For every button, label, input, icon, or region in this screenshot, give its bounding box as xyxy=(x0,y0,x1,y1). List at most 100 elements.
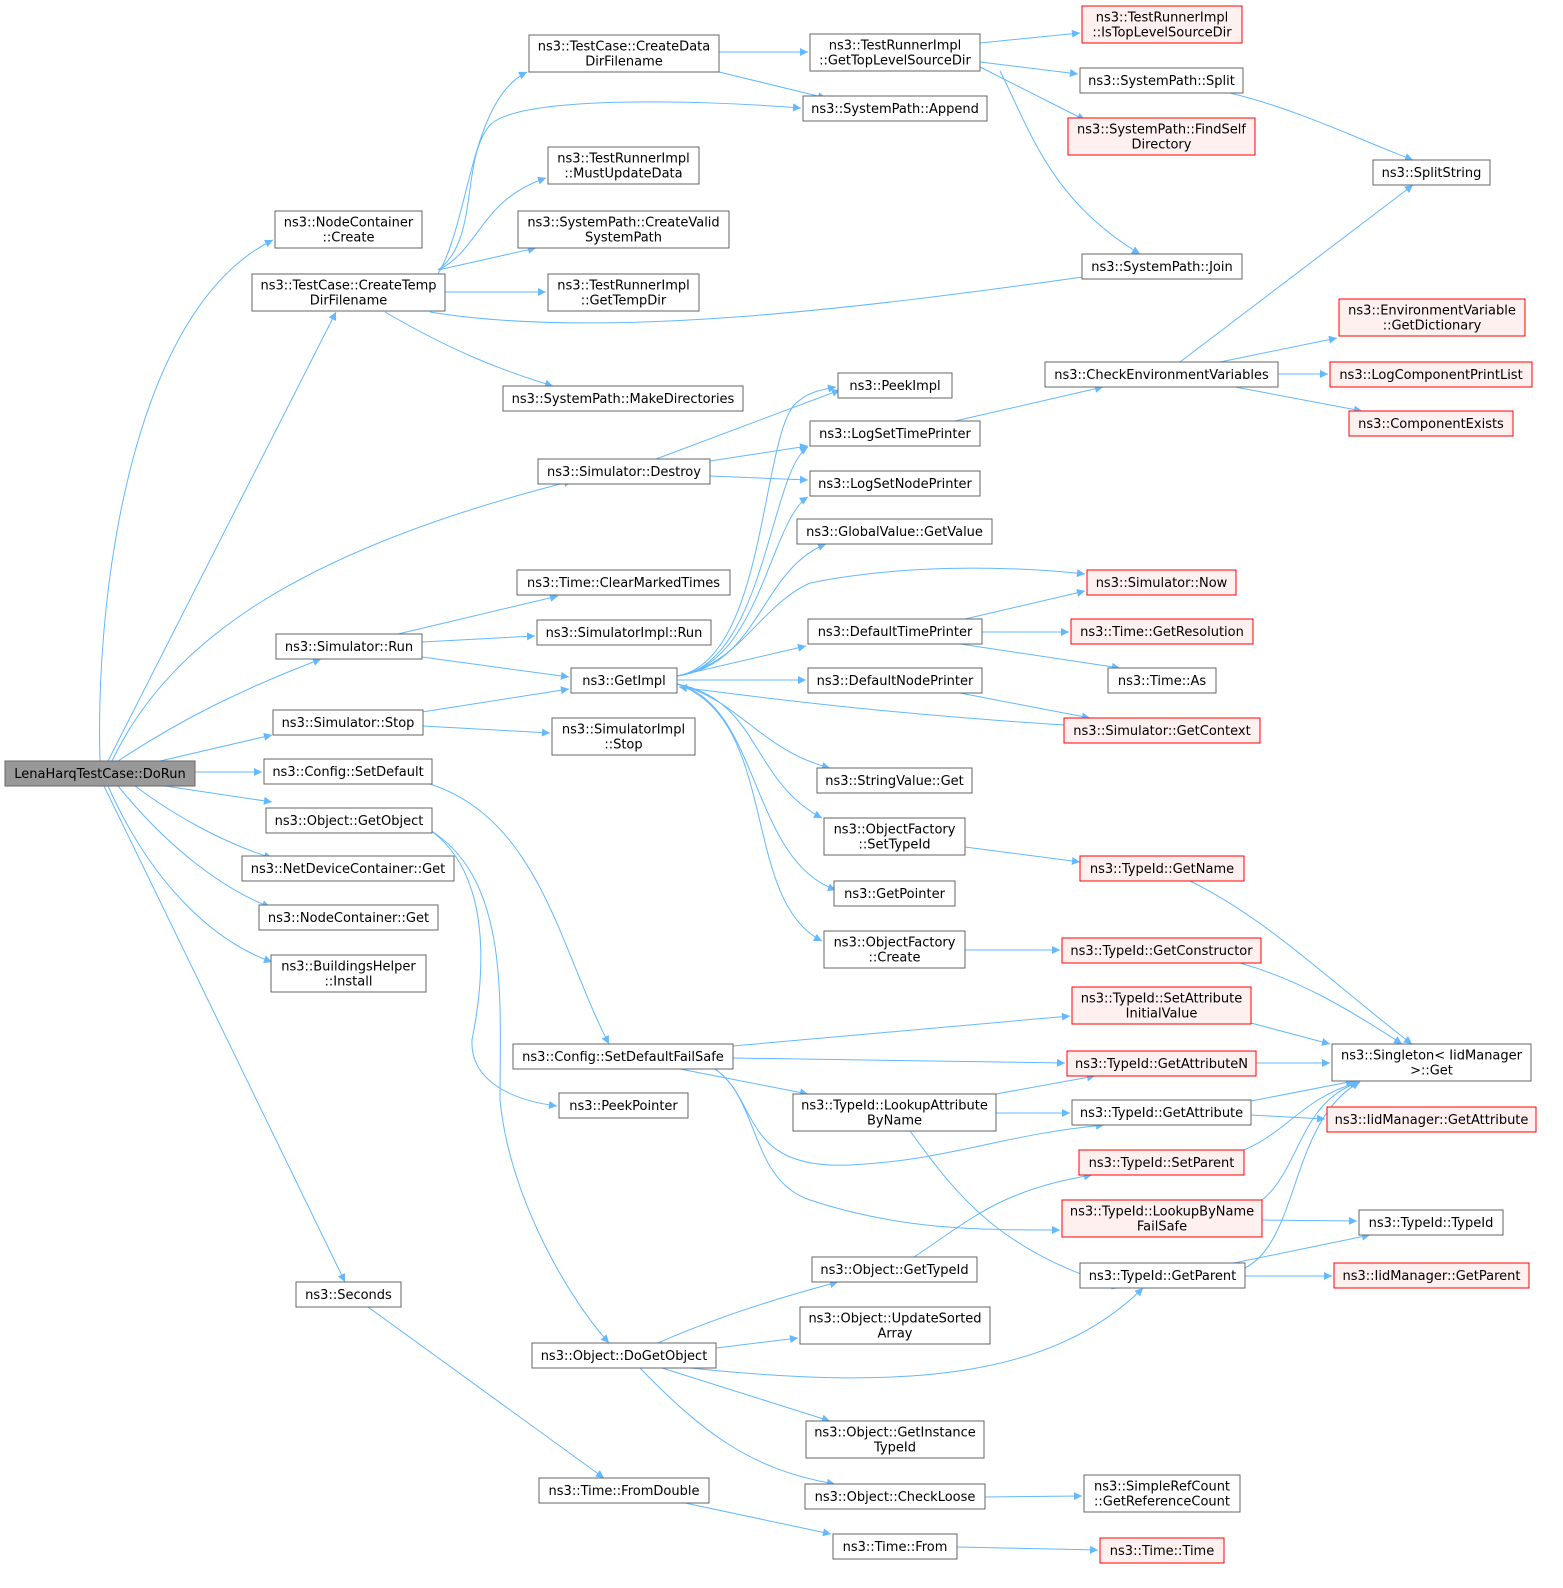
function-nodes: LenaHarqTestCase::DoRunns3::NodeContaine… xyxy=(4,5,1537,1564)
call-edge-getimpl-to-sv_get xyxy=(676,683,831,770)
node-time-time[interactable]: ns3::Time::Time xyxy=(1099,1537,1225,1564)
node-obj-gettypeid[interactable]: ns3::Object::GetTypeId xyxy=(811,1256,978,1283)
node-peekimpl[interactable]: ns3::PeekImpl xyxy=(837,372,953,399)
call-edge-cfg_setdefaultfs-to-tid_lookupattr xyxy=(679,1068,809,1097)
node-sp-makedirs[interactable]: ns3::SystemPath::MakeDirectories xyxy=(502,385,744,412)
node-cfg-setdefault[interactable]: ns3::Config::SetDefault xyxy=(263,758,433,785)
node-tid-getattrn[interactable]: ns3::TypeId::GetAttributeN xyxy=(1066,1050,1257,1077)
node-simimpl-run[interactable]: ns3::SimulatorImpl::Run xyxy=(536,619,712,646)
node-checkenv[interactable]: ns3::CheckEnvironmentVariables xyxy=(1044,361,1279,388)
node-box xyxy=(241,855,455,882)
node-iid-getattr[interactable]: ns3::IidManager::GetAttribute xyxy=(1326,1106,1537,1133)
node-label: SystemPath xyxy=(585,231,662,246)
node-tid-getctor[interactable]: ns3::TypeId::GetConstructor xyxy=(1061,937,1262,964)
node-box xyxy=(1071,1099,1252,1126)
node-time-clearmarked[interactable]: ns3::Time::ClearMarkedTimes xyxy=(516,569,731,596)
node-sv-get[interactable]: ns3::StringValue::Get xyxy=(816,767,973,794)
call-edge-obj_checkloose-to-src_getrefcount xyxy=(984,1492,1083,1501)
node-label: ns3::Time::As xyxy=(1118,674,1207,689)
node-box xyxy=(809,420,981,447)
call-edge-root-to-nc_get xyxy=(117,785,271,908)
call-edge-getimpl-to-gv_getvalue xyxy=(676,543,827,677)
node-sim-getcontext[interactable]: ns3::Simulator::GetContext xyxy=(1063,717,1261,744)
node-time-from[interactable]: ns3::Time::From xyxy=(832,1533,958,1560)
node-sim-now[interactable]: ns3::Simulator::Now xyxy=(1086,569,1237,596)
node-seconds[interactable]: ns3::Seconds xyxy=(295,1281,402,1308)
node-nc-create[interactable]: ns3::NodeContainer::Create xyxy=(274,210,423,249)
node-singleton-get[interactable]: ns3::Singleton< IidManager>::Get xyxy=(1331,1043,1532,1082)
node-box xyxy=(558,1092,689,1119)
node-tri-gettemp[interactable]: ns3::TestRunnerImpl::GetTempDir xyxy=(547,273,700,312)
node-logcomp-printlist[interactable]: ns3::LogComponentPrintList xyxy=(1329,361,1533,388)
node-tid-setparent[interactable]: ns3::TypeId::SetParent xyxy=(1078,1149,1245,1176)
node-tid-getattr[interactable]: ns3::TypeId::GetAttribute xyxy=(1071,1099,1252,1126)
node-time-as[interactable]: ns3::Time::As xyxy=(1107,667,1217,694)
call-edge-obj_getobject-to-obj_dogetobject xyxy=(429,829,610,1344)
node-box xyxy=(1358,1209,1504,1236)
node-label: ns3::SplitString xyxy=(1382,166,1482,181)
node-root[interactable]: LenaHarqTestCase::DoRun xyxy=(4,760,196,787)
call-edge-sim_destroy-to-peekimpl xyxy=(655,389,841,460)
node-sim-stop[interactable]: ns3::Simulator::Stop xyxy=(272,709,424,736)
node-src-getrefcount[interactable]: ns3::SimpleRefCount::GetReferenceCount xyxy=(1083,1474,1241,1513)
node-tri-gettop[interactable]: ns3::TestRunnerImpl::GetTopLevelSourceDi… xyxy=(809,33,981,72)
node-time-fromdouble[interactable]: ns3::Time::FromDouble xyxy=(538,1477,710,1504)
node-sim-destroy[interactable]: ns3::Simulator::Destroy xyxy=(537,458,711,485)
call-edge-sim_stop-to-getimpl xyxy=(421,686,570,713)
node-nc-get[interactable]: ns3::NodeContainer::Get xyxy=(258,904,439,931)
node-obj-getobject[interactable]: ns3::Object::GetObject xyxy=(265,807,433,834)
node-splitstring[interactable]: ns3::SplitString xyxy=(1372,159,1491,186)
node-iid-getparent[interactable]: ns3::IidManager::GetParent xyxy=(1333,1262,1530,1289)
node-sp-append[interactable]: ns3::SystemPath::Append xyxy=(802,95,988,122)
node-bh-install[interactable]: ns3::BuildingsHelper::Install xyxy=(270,954,427,993)
node-label: ::Install xyxy=(325,975,373,990)
node-defaulttime[interactable]: ns3::DefaultTimePrinter xyxy=(807,618,983,645)
node-sp-join[interactable]: ns3::SystemPath::Join xyxy=(1081,253,1243,280)
node-logsetnode[interactable]: ns3::LogSetNodePrinter xyxy=(809,470,981,497)
node-obj-checkloose[interactable]: ns3::Object::CheckLoose xyxy=(804,1483,986,1510)
node-defaultnode[interactable]: ns3::DefaultNodePrinter xyxy=(807,667,983,694)
node-ndc-get[interactable]: ns3::NetDeviceContainer::Get xyxy=(241,855,455,882)
node-getimpl[interactable]: ns3::GetImpl xyxy=(570,667,678,694)
node-tid-typeid[interactable]: ns3::TypeId::TypeId xyxy=(1358,1209,1504,1236)
call-edge-logsettime-to-checkenv xyxy=(954,384,1104,422)
node-env-getdict[interactable]: ns3::EnvironmentVariable::GetDictionary xyxy=(1338,298,1526,337)
call-edge-cfg_setdefaultfs-to-tid_lookupbyname xyxy=(714,1068,1061,1234)
node-tid-getparent[interactable]: ns3::TypeId::GetParent xyxy=(1079,1262,1246,1289)
node-label: ns3::TypeId::GetAttribute xyxy=(1080,1106,1243,1121)
node-cfg-setdefaultfs[interactable]: ns3::Config::SetDefaultFailSafe xyxy=(512,1043,734,1070)
call-edge-sim_run-to-getimpl xyxy=(421,656,570,680)
node-tid-getname[interactable]: ns3::TypeId::GetName xyxy=(1079,855,1245,882)
node-simimpl-stop[interactable]: ns3::SimulatorImpl::Stop xyxy=(551,717,696,756)
node-logsettime[interactable]: ns3::LogSetTimePrinter xyxy=(809,420,981,447)
node-sim-run[interactable]: ns3::Simulator::Run xyxy=(275,633,423,660)
node-getpointer[interactable]: ns3::GetPointer xyxy=(833,880,956,907)
node-of-create[interactable]: ns3::ObjectFactory::Create xyxy=(823,930,966,969)
node-tri-mustupdate[interactable]: ns3::TestRunnerImpl::MustUpdateData xyxy=(547,146,700,185)
call-edge-cfg_setdefaultfs-to-tid_getattrn xyxy=(732,1057,1066,1067)
node-time-getres[interactable]: ns3::Time::GetResolution xyxy=(1070,618,1254,645)
node-of-settypeid[interactable]: ns3::ObjectFactory::SetTypeId xyxy=(823,817,966,856)
node-compexists[interactable]: ns3::ComponentExists xyxy=(1348,410,1514,437)
node-peekpointer[interactable]: ns3::PeekPointer xyxy=(558,1092,689,1119)
node-label: ::GetDictionary xyxy=(1383,319,1482,334)
node-label: ns3::Object::GetObject xyxy=(275,814,424,829)
call-edge-time_from-to-time_time xyxy=(956,1545,1099,1554)
node-tri-istop[interactable]: ns3::TestRunnerImpl::IsTopLevelSourceDir xyxy=(1081,5,1243,44)
node-obj-dogetobject[interactable]: ns3::Object::DoGetObject xyxy=(531,1342,717,1369)
node-label: ns3::SimpleRefCount xyxy=(1094,1480,1230,1495)
node-gv-getvalue[interactable]: ns3::GlobalValue::GetValue xyxy=(796,518,993,545)
node-box xyxy=(516,569,731,596)
node-sp-split[interactable]: ns3::SystemPath::Split xyxy=(1079,67,1244,94)
node-box xyxy=(251,273,446,312)
call-edge-sim_stop-to-simimpl_stop xyxy=(422,725,551,737)
